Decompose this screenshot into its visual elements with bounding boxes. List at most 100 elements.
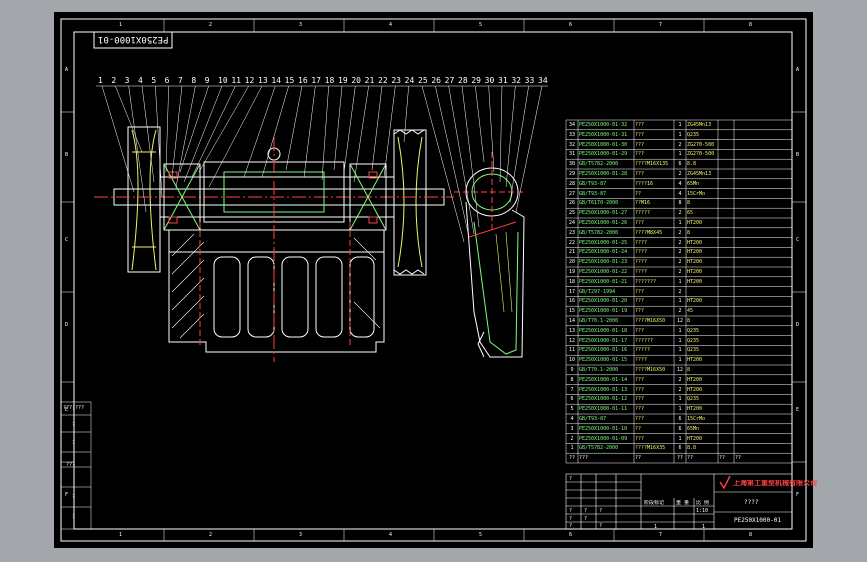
bom-cell: 65Mn [687,180,700,187]
leader-12 [198,85,249,173]
bom-cell: GB/T6170-2000 [579,200,619,207]
bom-header-cell: ?? [568,455,576,462]
leader-16 [285,85,303,171]
bom-cell: 6 [570,396,574,403]
balloon-32: 32 [511,76,521,85]
bom-cell: 1 [678,122,682,128]
leader-13 [208,85,263,188]
bom-cell: 2 [570,435,574,442]
leader-3 [128,85,147,213]
zone-row-E: E [65,407,69,413]
zone-col-2: 2 [209,532,213,538]
bom-cell: 6 [678,425,682,432]
bom-cell: ZG45Mn13 [687,122,712,128]
bom-cell: ?? [635,190,642,197]
bom-cell: 12 [568,337,576,344]
balloon-15: 15 [284,76,295,85]
balloon-4: 4 [138,76,143,85]
tb-cell-6: ? [569,523,573,529]
bom-cell: PE250X1000-01-24 [579,249,628,256]
zone-ticks [61,19,806,541]
bom-cell: ??? [635,220,645,226]
bom-cell: HT200 [687,376,703,383]
left-strip-3: ??? [66,462,76,468]
bom-cell: ???? [635,259,648,266]
balloon-34: 34 [538,76,548,85]
bom-cell: ????M16X50 [635,318,666,324]
leader-6 [165,85,169,173]
bom-cell: 2 [678,386,682,393]
bom-cell: PE250X1000-01-22 [579,269,628,275]
bom-cell: 1 [678,298,682,305]
bom-cell: HT200 [687,239,703,246]
bom-cell: PE250X1000-01-31 [579,131,628,138]
balloon-24: 24 [404,76,415,85]
bom-cell: 8 [687,229,691,236]
bom-cell: 5 [570,406,574,413]
bom-cell: ????M16X35 [635,445,666,452]
tb-cell-7: ? [599,523,603,529]
balloon-5: 5 [151,76,157,85]
bom-cell: 2 [678,141,682,148]
balloon-23: 23 [391,76,401,85]
bom-cell: 2 [678,210,682,217]
leader-14 [243,85,276,178]
bom-cell: ??? [635,396,645,403]
bom-cell: ??? [635,308,645,315]
bom-header-cell: ?? [735,455,742,462]
balloon-9: 9 [204,76,210,85]
bom-cell: ????M8X45 [635,229,663,236]
bom-cell: ??? [635,141,645,148]
bom-cell: 4 [678,180,682,187]
bom-cell: 15 [568,308,576,315]
bom-cell: GB/T93-87 [579,180,607,187]
bom-cell: GB/T70.1-2000 [579,318,619,324]
bom-header-cell: ?? [635,455,642,462]
leader-33 [509,85,529,203]
bom-cell: 12 [676,367,684,373]
balloon-28: 28 [458,76,468,85]
bom-cell: HT200 [687,406,703,413]
bom-cell: 15CrMo [687,416,706,422]
leader-15 [261,85,289,178]
bom-cell: 1 [678,337,682,344]
bom-cell: 8 [687,318,691,324]
zone-row-F: F [65,492,69,498]
bom-cell: ??? [635,416,645,422]
left-strip-2: ? [72,440,76,446]
bom-cell: ????M16X135 [635,161,669,168]
tb-cell-0: ? [569,476,573,482]
bom-cell: PE250X1000-01-13 [579,386,628,393]
bom-cell: PE250X1000-01-09 [579,435,628,442]
bom-cell: GB/T93-87 [579,416,607,422]
leader-19 [333,85,343,171]
left-strip-0: ???|??? [63,405,85,411]
balloon-1: 1 [98,76,103,85]
bom-cell: 31 [568,151,576,158]
bom-cell: GB/T297-1994 [579,288,616,295]
zone-col-7: 7 [659,22,663,28]
zone-row-D: D [796,322,800,328]
bom-cell: 25 [568,210,576,217]
zone-row-C: C [65,237,69,243]
zone-row-D: D [65,322,69,328]
bom-cell: 24 [568,220,576,226]
bom-cell: 17 [568,288,576,295]
bom-cell: 16 [568,298,576,305]
leader-20 [343,85,356,173]
bom-cell: 33 [568,131,576,138]
tb-cell-1: ? [569,508,573,514]
bom-cell: ??? [635,386,645,393]
zone-row-B: B [65,152,69,158]
bom-cell: ????16 [635,180,654,187]
bom-cell: ZG270-500 [687,141,715,148]
bom-cell: PE250X1000-01-27 [579,210,628,217]
bom-cell: HT200 [687,220,703,226]
balloon-29: 29 [471,76,481,85]
sheet-total: 1 [702,524,706,530]
tb-cell-5: ? [584,516,588,522]
bom-cell: 6 [678,161,682,168]
zone-row-A: A [65,67,69,73]
balloon-16: 16 [298,76,308,85]
